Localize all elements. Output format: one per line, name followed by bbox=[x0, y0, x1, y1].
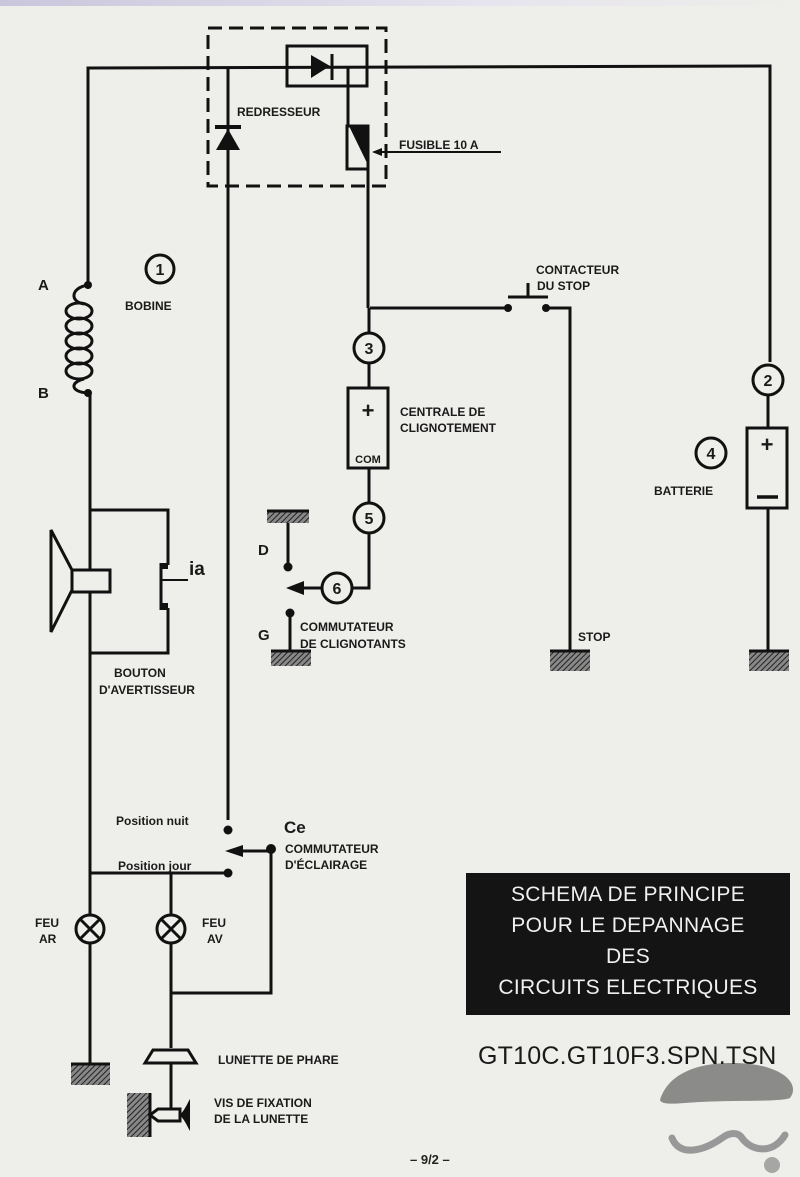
ia-label: ia bbox=[189, 559, 205, 580]
flasher-com: COM bbox=[355, 454, 381, 466]
ground-icon-g bbox=[271, 649, 311, 666]
coil-a-label: A bbox=[38, 277, 49, 294]
lighting-switch-icon bbox=[171, 844, 276, 995]
ground-icon-d bbox=[267, 509, 309, 523]
flasher-unit: + COM bbox=[346, 386, 390, 470]
diode-icon bbox=[285, 44, 369, 88]
marker-3: 3 bbox=[352, 331, 386, 365]
stop-label: STOP bbox=[578, 630, 610, 644]
commut-ecl-label-1: COMMUTATEUR bbox=[285, 842, 379, 856]
scan-top-band bbox=[0, 0, 800, 6]
centrale-label-2: CLIGNOTEMENT bbox=[400, 421, 497, 435]
rectifier-box bbox=[206, 26, 388, 188]
horn-button-switch-icon bbox=[90, 508, 188, 655]
contacteur-stop-label-2: DU STOP bbox=[537, 279, 590, 293]
commut-clign-label-2: DE CLIGNOTANTS bbox=[300, 637, 406, 651]
svg-text:3: 3 bbox=[365, 341, 374, 358]
feu-ar-label-2: AR bbox=[39, 932, 57, 946]
coil-b-label: B bbox=[38, 385, 49, 402]
fusible-label: FUSIBLE 10 A bbox=[399, 138, 479, 152]
title-line-4: CIRCUITS ELECTRIQUES bbox=[498, 976, 758, 999]
feu-ar-label-1: FEU bbox=[35, 916, 59, 930]
moustache-logo-icon bbox=[660, 1063, 794, 1173]
g-label: G bbox=[258, 627, 270, 644]
ground-icon-stop bbox=[550, 649, 590, 671]
svg-text:5: 5 bbox=[365, 511, 374, 528]
fuse-icon bbox=[345, 68, 501, 308]
svg-text:+: + bbox=[761, 432, 774, 457]
horn-icon bbox=[49, 529, 112, 633]
ground-icon-battery bbox=[749, 649, 789, 671]
battery-icon: + bbox=[745, 426, 789, 510]
ce-label: Ce bbox=[284, 818, 306, 837]
feu-av-label-1: FEU bbox=[202, 916, 226, 930]
stop-switch-icon bbox=[504, 283, 550, 312]
blinker-switch-arrow-icon bbox=[286, 581, 304, 595]
ground-icon-rear bbox=[71, 1062, 110, 1085]
centrale-label-1: CENTRALE DE bbox=[400, 405, 485, 419]
stop-out-wire bbox=[545, 306, 572, 652]
bouton-label-1: BOUTON bbox=[114, 666, 166, 680]
title-line-1: SCHEMA DE PRINCIPE bbox=[510, 883, 746, 906]
svg-text:6: 6 bbox=[333, 581, 342, 598]
marker-6: 6 bbox=[320, 571, 354, 605]
position-nuit-label: Position nuit bbox=[116, 814, 189, 828]
marker-4: 4 bbox=[694, 436, 728, 470]
contacteur-stop-label-1: CONTACTEUR bbox=[536, 263, 619, 277]
page-number: – 9/2 – bbox=[410, 1152, 450, 1167]
title-line-3: DES bbox=[605, 945, 651, 968]
marker-1: 1 bbox=[144, 253, 176, 285]
title-line-2: POUR LE DEPANNAGE bbox=[511, 914, 745, 937]
bouton-label-2: D'AVERTISSEUR bbox=[99, 683, 195, 697]
vis-label-2: DE LA LUNETTE bbox=[214, 1112, 308, 1126]
batterie-label: BATTERIE bbox=[654, 484, 713, 498]
lunette-label: LUNETTE DE PHARE bbox=[218, 1053, 339, 1067]
flasher-plus: + bbox=[362, 398, 375, 423]
vis-label-1: VIS DE FIXATION bbox=[214, 1096, 312, 1110]
lamp-icon-front bbox=[155, 913, 187, 945]
title-box: SCHEMA DE PRINCIPE POUR LE DEPANNAGE DES… bbox=[466, 873, 790, 1015]
marker-2: 2 bbox=[751, 363, 785, 397]
d-label: D bbox=[258, 542, 269, 559]
main-top-wire bbox=[86, 64, 772, 362]
svg-text:1: 1 bbox=[156, 262, 165, 279]
marker-5: 5 bbox=[352, 501, 386, 535]
bobine-label: BOBINE bbox=[125, 299, 172, 313]
fixing-screw-icon bbox=[127, 1093, 190, 1137]
feu-av-label-2: AV bbox=[207, 932, 223, 946]
svg-text:2: 2 bbox=[764, 373, 773, 390]
headlamp-bezel-icon bbox=[142, 1048, 199, 1110]
redresseur-label: REDRESSEUR bbox=[237, 105, 321, 119]
lamp-icon-rear bbox=[74, 913, 106, 945]
model-list: GT10C.GT10F3.SPN.TSN bbox=[478, 1042, 777, 1070]
position-jour-label: Position jour bbox=[118, 859, 192, 873]
coil-icon bbox=[64, 281, 94, 397]
commut-ecl-label-2: D'ÉCLAIRAGE bbox=[285, 857, 367, 872]
rectifier-diode-icon bbox=[215, 68, 241, 820]
commut-clign-label-1: COMMUTATEUR bbox=[300, 620, 394, 634]
svg-text:4: 4 bbox=[707, 446, 716, 463]
